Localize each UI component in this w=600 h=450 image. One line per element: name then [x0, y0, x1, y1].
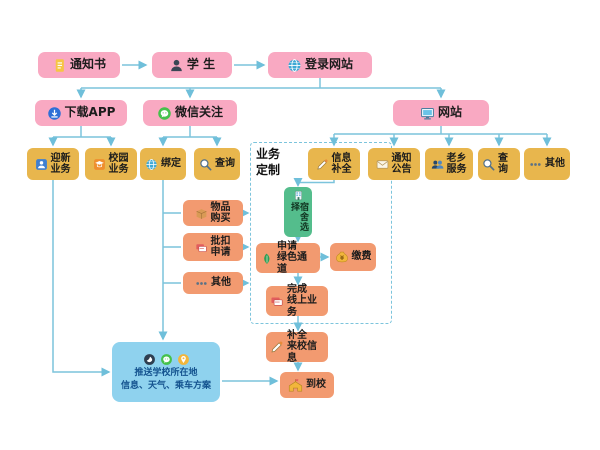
push-info-line1: 推送学校所在地 [134, 368, 198, 379]
leaf-icon [260, 251, 274, 265]
node-login-website: 登录网站 [268, 52, 372, 78]
app-icon [143, 353, 156, 366]
node-label: 学 生 [186, 57, 216, 72]
node-label: 批扣申请 [210, 235, 231, 259]
globe-icon [287, 58, 302, 73]
search-icon [199, 158, 212, 171]
node-label: 校园业务 [108, 152, 129, 176]
business-custom-label: 业务定制 [256, 147, 281, 177]
student-icon [169, 58, 184, 73]
box-icon [195, 207, 208, 220]
building-icon [293, 190, 304, 201]
pencil-icon [316, 158, 329, 171]
node-web-other: 其他 [524, 148, 570, 180]
node-label: 绑定 [161, 158, 181, 170]
mail-icon [376, 158, 389, 171]
node-finish-online-business: 完成 线上业务 [266, 283, 328, 318]
node-label: 网站 [437, 105, 462, 120]
document-icon [52, 58, 67, 73]
node-label: 缴费 [351, 251, 372, 263]
node-info-completion: 信息补全 [308, 148, 360, 180]
card-icon [195, 241, 208, 254]
node-wechat-other: 其他 [183, 272, 243, 294]
node-label: 其他 [545, 158, 565, 170]
node-arrive-at-school: 到校 [280, 372, 334, 398]
welcome-icon [35, 158, 48, 171]
node-label: 查询 [215, 158, 235, 170]
node-hometown-service: 老乡服务 [425, 148, 473, 180]
business-custom-group [250, 142, 392, 324]
node-label: 到校 [306, 379, 326, 391]
node-item-purchase: 物品购买 [183, 200, 243, 226]
node-student: 学 生 [152, 52, 232, 78]
globe-icon [145, 158, 158, 171]
map-pin-icon [177, 353, 190, 366]
node-campus-business: 校园业务 [85, 148, 137, 180]
people-icon [431, 158, 444, 171]
node-label: 补全 来校信息 [287, 329, 317, 364]
campus-icon [93, 158, 106, 171]
node-label: 老乡服务 [446, 152, 467, 176]
school-icon [288, 378, 303, 393]
card-icon [270, 294, 284, 308]
node-web-query: 查询 [478, 148, 520, 180]
node-label: 完成 线上业务 [287, 283, 317, 318]
app-download-icon [47, 106, 62, 121]
dots-icon [195, 277, 208, 290]
node-download-app: 下载APP [35, 100, 127, 126]
monitor-icon [420, 106, 435, 121]
app-icons-row [143, 353, 190, 366]
wechat-icon [157, 106, 172, 121]
node-label: 迎新业务 [50, 152, 71, 176]
node-wechat-query: 查询 [194, 148, 240, 180]
node-green-channel: 申请 绿色通道 [256, 240, 320, 275]
dots-icon [529, 158, 542, 171]
money-bag-icon [335, 250, 349, 264]
node-label: 登录网站 [304, 57, 353, 72]
node-wechat-follow: 微信关注 [143, 100, 237, 126]
node-pay-fees: 缴费 [330, 243, 376, 271]
node-dorm-selection: 宿舍选择 [284, 187, 312, 237]
push-info-line2: 信息、天气、乘车方案 [120, 380, 211, 391]
node-batch-deduction: 批扣申请 [183, 233, 243, 261]
node-label: 其他 [211, 277, 231, 289]
node-website: 网站 [393, 100, 489, 126]
node-welcome-business: 迎新业务 [27, 148, 79, 180]
node-bind: 绑定 [140, 148, 186, 180]
node-label: 查询 [498, 152, 508, 176]
search-icon [482, 158, 495, 171]
node-label: 申请 绿色通道 [277, 240, 307, 275]
node-label: 通知公告 [391, 152, 412, 176]
node-label: 微信关注 [174, 105, 223, 120]
node-announcements: 通知公告 [368, 148, 420, 180]
node-label: 信息补全 [331, 152, 352, 176]
node-label: 通知书 [69, 57, 106, 72]
wechat-icon [160, 353, 173, 366]
pencil-icon [270, 340, 284, 354]
node-label: 宿舍选择 [289, 202, 308, 232]
node-fill-arrival-info: 补全 来校信息 [266, 329, 328, 364]
node-push-local-info: 推送学校所在地 信息、天气、乘车方案 [112, 342, 220, 402]
node-label: 物品购买 [210, 201, 231, 225]
node-notice: 通知书 [38, 52, 120, 78]
node-label: 下载APP [64, 105, 116, 120]
